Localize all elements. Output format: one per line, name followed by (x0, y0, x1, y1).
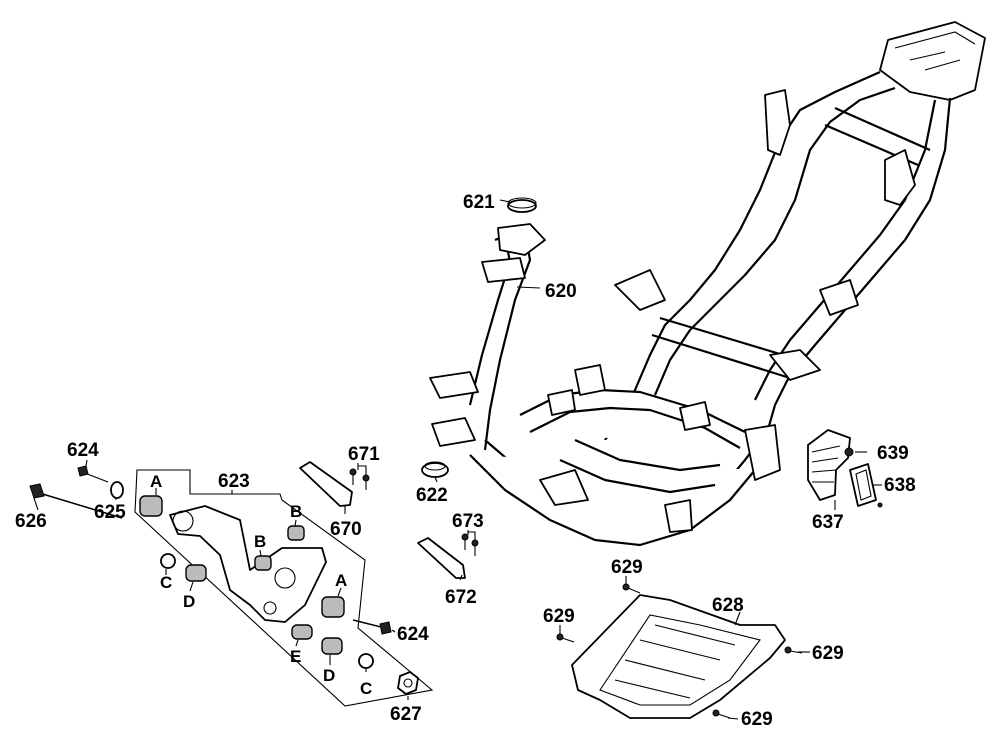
screw-629-right (784, 646, 803, 654)
letter-d-left: D (183, 592, 195, 611)
leader-lines (33, 199, 882, 720)
label-629-top: 629 (611, 557, 643, 578)
label-638: 638 (884, 475, 916, 496)
under-cover-628 (571, 594, 786, 719)
bolt-626 (29, 483, 123, 519)
bracket-672 (417, 537, 466, 579)
label-627: 627 (390, 704, 422, 725)
grommet-621 (507, 197, 537, 213)
nut-627 (397, 671, 419, 695)
letter-a-bottom: A (335, 571, 347, 590)
letter-c-left: C (160, 573, 172, 592)
letter-e: E (290, 647, 301, 666)
label-672: 672 (445, 587, 477, 608)
label-639: 639 (877, 443, 909, 464)
screws-671 (349, 468, 370, 490)
label-637: 637 (812, 512, 844, 533)
letter-b-mid: B (254, 532, 266, 551)
letter-c-right: C (360, 679, 372, 698)
screws-673 (461, 533, 479, 556)
bracket-670 (299, 461, 353, 507)
letter-a-top: A (150, 472, 162, 491)
grommet-622 (421, 461, 449, 478)
letter-d-right: D (323, 666, 335, 685)
label-625: 625 (94, 502, 126, 523)
label-623: 623 (218, 471, 250, 492)
label-622: 622 (416, 485, 448, 506)
label-629-right: 629 (812, 643, 844, 664)
label-624-bottom: 624 (397, 624, 429, 645)
bolt-624-top (77, 465, 109, 483)
frame-assembly (429, 21, 986, 547)
label-620: 620 (545, 281, 577, 302)
label-629-left: 629 (543, 606, 575, 627)
engine-hanger-group (134, 469, 434, 707)
clamp-638 (849, 463, 877, 507)
screw-629-bottom (712, 709, 731, 719)
label-671: 671 (348, 444, 380, 465)
label-621: 621 (463, 192, 495, 213)
bolt-624-bottom (352, 619, 392, 635)
label-670: 670 (330, 519, 362, 540)
letter-b-top: B (290, 502, 302, 521)
label-629-bottom: 629 (741, 709, 773, 730)
intake-duct-637 (807, 429, 851, 501)
screw-629-top (622, 583, 641, 594)
label-624-top: 624 (67, 440, 99, 461)
label-626: 626 (15, 511, 47, 532)
screw-629-left (556, 633, 575, 643)
washer-625 (110, 481, 124, 499)
label-673: 673 (452, 511, 484, 532)
screw-639 (844, 447, 883, 508)
label-628: 628 (712, 595, 744, 616)
